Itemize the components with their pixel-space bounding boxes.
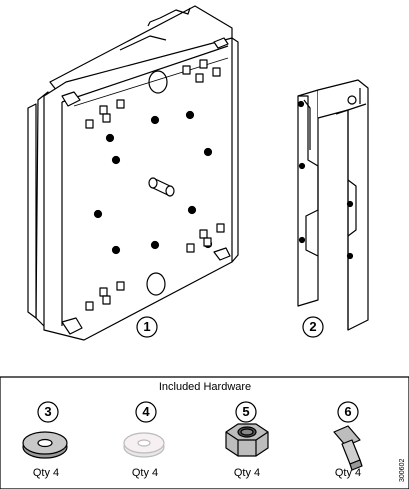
callout-circle-6 (337, 401, 359, 423)
figure-id: 300602 (399, 458, 406, 482)
callout-circle-1 (136, 316, 158, 338)
adapter-bracket (297, 79, 369, 331)
qty-washer-plastic: Qty 4 (131, 467, 159, 479)
hardware-title: Included Hardware (158, 381, 252, 393)
callout-number-6: 6 (344, 404, 352, 419)
callout-circle-4 (135, 401, 157, 423)
qty-nut: Qty 4 (233, 467, 261, 479)
qty-washer-metal: Qty 4 (32, 467, 60, 479)
callout-circle-3 (37, 401, 59, 423)
callout-number-2: 2 (309, 319, 317, 334)
hardware-box (0, 376, 409, 489)
plastic-washer-icon (123, 432, 165, 458)
qty-bolt: Qty 4 (334, 467, 362, 479)
callout-number-5: 5 (242, 404, 250, 419)
carriage-bolt-icon (333, 425, 363, 471)
hex-nut-icon (225, 423, 269, 457)
bracket-slots (85, 59, 225, 311)
mounting-bracket (27, 5, 239, 341)
callout-number-3: 3 (44, 404, 52, 419)
callout-circle-2 (302, 316, 324, 338)
flat-washer-icon (22, 431, 68, 459)
callout-circle-5 (235, 401, 257, 423)
callout-number-4: 4 (142, 404, 150, 419)
callout-number-1: 1 (143, 319, 151, 334)
